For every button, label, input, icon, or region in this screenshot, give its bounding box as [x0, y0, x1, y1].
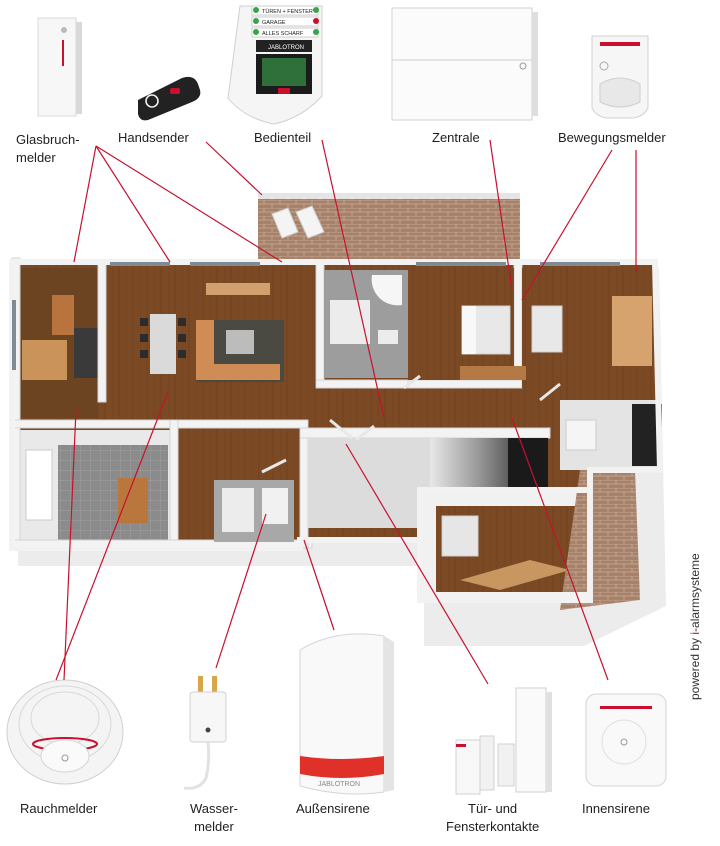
water-detector-icon	[183, 676, 227, 790]
sofa	[196, 320, 280, 380]
credit-text: powered by i-alarmsysteme	[688, 553, 702, 700]
connector-rauchmelder-2	[63, 409, 77, 681]
credit-accent: i	[688, 631, 702, 635]
label-wassermelder-line2: melder	[194, 819, 234, 834]
credit-suffix: -alarmsysteme	[688, 553, 702, 632]
connector-rauchmelder-1	[55, 391, 169, 681]
label-bewegungsmelder: Bewegungsmelder	[558, 130, 666, 145]
connector-wassermelder	[215, 513, 267, 669]
keypad-brand: JABLOTRON	[268, 45, 304, 51]
connector-zentrale	[489, 139, 513, 291]
label-wassermelder: Wasser- melder	[190, 800, 238, 836]
motion-detector-icon	[591, 35, 649, 119]
floor-plan	[9, 193, 666, 646]
control-panel-icon	[391, 7, 538, 121]
outdoor-siren-icon: JABLOTRON	[299, 633, 394, 795]
label-aussensirene: Außensirene	[296, 801, 370, 816]
credit-prefix: powered by	[688, 634, 702, 700]
label-kontakte-line1: Tür- und	[468, 801, 518, 816]
door-window-contacts-icon	[455, 687, 552, 795]
connector-handsender	[205, 141, 263, 196]
label-handsender: Handsender	[118, 130, 189, 145]
label-rauchmelder: Rauchmelder	[20, 801, 98, 816]
connector-glasbruch-1	[73, 145, 97, 263]
label-innensirene: Innensirene	[582, 801, 650, 816]
lounge-chairs	[271, 205, 325, 239]
keypad-row2: GARAGE	[262, 20, 286, 26]
dining-table	[150, 314, 176, 374]
label-tuer-fensterkontakte: Tür- und Fensterkontakte	[446, 800, 539, 836]
connector-lines	[55, 139, 637, 685]
connector-innensirene	[511, 417, 609, 681]
remote-control-icon	[138, 76, 201, 121]
keypad-row1: TÜREN + FENSTER	[262, 8, 313, 15]
windows	[12, 262, 620, 370]
label-bedienteil: Bedienteil	[254, 130, 312, 145]
desk	[22, 340, 67, 380]
glass-break-detector-icon	[37, 17, 82, 117]
connector-glasbruch-2	[95, 145, 171, 263]
siren-brand: JABLOTRON	[318, 781, 360, 788]
connector-bedienteil	[321, 139, 385, 419]
label-wassermelder-line1: Wasser-	[190, 801, 238, 816]
balcony	[258, 193, 520, 261]
label-zentrale: Zentrale	[432, 130, 480, 145]
indoor-siren-icon	[585, 693, 667, 787]
connector-glasbruch-3	[95, 145, 283, 263]
smoke-detector-icon	[6, 679, 124, 785]
label-glasbruchmelder-line2: melder	[16, 150, 56, 165]
keypad-icon: TÜREN + FENSTER GARAGE ALLES SCHARF JABL…	[227, 5, 323, 125]
label-glasbruchmelder-line1: Glasbruch-	[16, 132, 80, 147]
connector-kontakte	[345, 443, 489, 685]
label-kontakte-line2: Fensterkontakte	[446, 819, 540, 834]
label-glasbruchmelder: Glasbruch- melder	[16, 131, 80, 167]
connector-bewegungsmelder-1	[521, 149, 613, 301]
keypad-row3: ALLES SCHARF	[262, 31, 304, 37]
connector-aussensirene	[303, 539, 335, 631]
